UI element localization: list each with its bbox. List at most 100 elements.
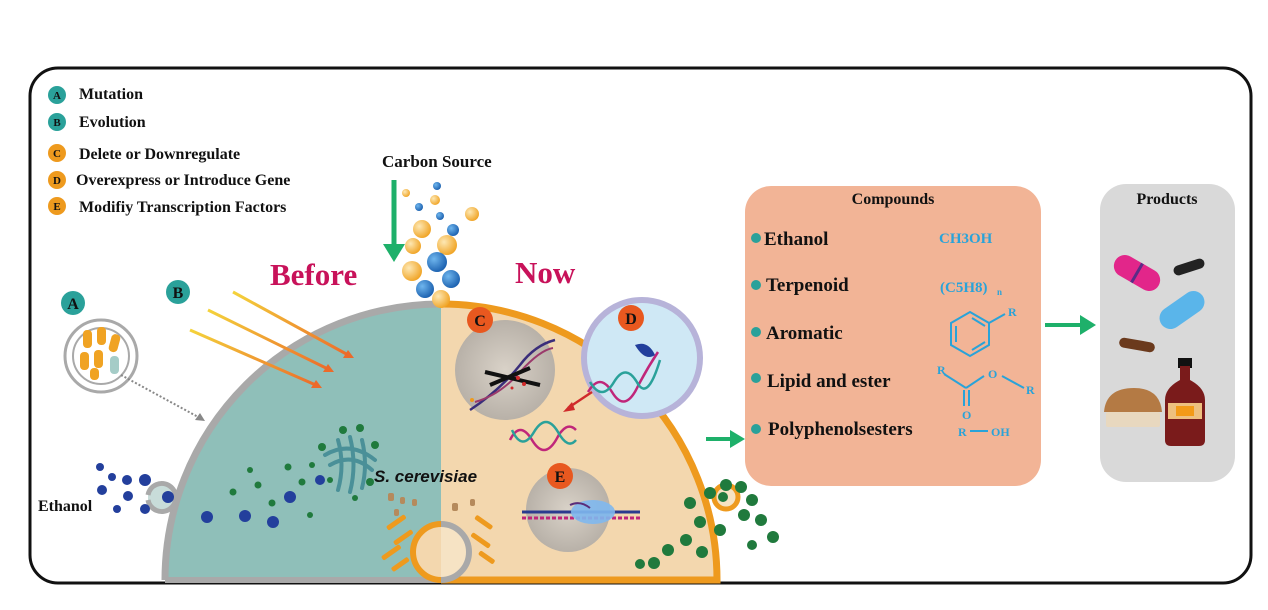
golgi-vesicles xyxy=(309,424,379,501)
bullet-icon xyxy=(751,373,761,383)
marker-c: C xyxy=(467,307,493,333)
compounds-box xyxy=(745,186,1041,486)
vacuole-right xyxy=(441,521,472,583)
bullet-icon xyxy=(751,280,761,290)
compound-name-ethanol: Ethanol xyxy=(764,229,828,250)
svg-text:C: C xyxy=(474,313,486,330)
formula-ethanol: CH3OH xyxy=(939,231,993,247)
before-green-dots xyxy=(229,463,313,518)
arrow-to-compounds-head xyxy=(730,430,745,448)
black-tablet-icon xyxy=(1173,258,1205,276)
cell-before-membrane xyxy=(161,300,442,581)
compound-lipid: Lipid and ester R O R O xyxy=(751,363,1035,422)
bullet-icon xyxy=(751,424,761,434)
compound-name-polyphenol: Polyphenolsesters xyxy=(768,419,913,440)
benzene-r-label: R xyxy=(1008,305,1017,319)
product-green-dots xyxy=(635,479,779,569)
legend-item-b: B Evolution xyxy=(48,113,146,131)
legend: A Mutation B Evolution C Delete or Downr… xyxy=(48,86,290,216)
before-blue-dots xyxy=(201,475,325,528)
svg-text:A: A xyxy=(67,296,79,313)
svg-text:E: E xyxy=(555,469,566,486)
products-panel: Products xyxy=(1100,184,1235,482)
carbon-source-arrowhead xyxy=(383,244,405,262)
compound-aromatic: Aromatic R xyxy=(751,305,1017,358)
marker-d: D xyxy=(618,305,644,331)
hydroxyl-oh-label: OH xyxy=(991,425,1010,439)
legend-item-e: E Modifiy Transcription Factors xyxy=(48,197,286,216)
mutation-rays xyxy=(189,290,354,388)
ethanol-label: Ethanol xyxy=(38,498,93,515)
carbon-spheres xyxy=(402,182,479,308)
organism-label: S. cerevisiae xyxy=(374,467,477,486)
compound-terpenoid: Terpenoid (C5H8) n xyxy=(751,275,1002,297)
legend-badge-c-letter: C xyxy=(53,148,61,160)
golgi-structure xyxy=(323,435,377,494)
legend-item-a: A Mutation xyxy=(48,86,143,104)
mutation-colony-lens xyxy=(63,318,205,421)
vacuole-left xyxy=(410,521,441,583)
marker-b: B xyxy=(166,280,190,304)
compound-name-aromatic: Aromatic xyxy=(766,323,843,344)
before-label: Before xyxy=(270,257,357,292)
benzene-ring-icon xyxy=(950,310,1006,358)
compound-ethanol: Ethanol CH3OH xyxy=(751,229,993,250)
cell-before-half xyxy=(165,304,441,580)
legend-label-mutation: Mutation xyxy=(79,86,143,103)
bullet-icon xyxy=(751,233,761,243)
ester-o2-label: O xyxy=(962,408,971,422)
products-title: Products xyxy=(1136,191,1197,208)
ethanol-blue-dots xyxy=(96,463,151,514)
compound-name-lipid: Lipid and ester xyxy=(767,371,891,392)
legend-badge-d-letter: D xyxy=(53,175,61,187)
legend-badge-a xyxy=(48,86,66,104)
blue-capsule-icon xyxy=(1159,290,1205,330)
now-label: Now xyxy=(515,255,576,290)
svg-text:D: D xyxy=(625,311,637,328)
compounds-title: Compounds xyxy=(852,191,935,208)
ester-r2-label: R xyxy=(1026,383,1035,397)
legend-label-overexpress: Overexpress or Introduce Gene xyxy=(76,172,290,189)
legend-label-delete: Delete or Downregulate xyxy=(79,146,240,163)
brown-tablet-icon xyxy=(1119,337,1155,353)
svg-text:B: B xyxy=(173,285,184,302)
plasmid-d xyxy=(581,297,703,419)
ester-r1-label: R xyxy=(937,363,946,377)
formula-terpenoid: (C5H8) xyxy=(940,280,988,296)
pore-right-molecule xyxy=(718,492,728,502)
arrow-to-products-head xyxy=(1080,315,1096,335)
legend-badge-d xyxy=(48,171,66,189)
legend-badge-c xyxy=(48,144,66,162)
legend-label-modify: Modifiy Transcription Factors xyxy=(79,199,286,216)
yeast-cell: A B Before Now Carbon Source xyxy=(38,152,779,584)
legend-badge-a-letter: A xyxy=(53,90,61,102)
formula-terpenoid-subscript: n xyxy=(997,287,1002,297)
marker-a: A xyxy=(61,291,85,315)
compound-polyphenol: Polyphenolsesters R OH xyxy=(751,419,1010,440)
compounds-panel: Compounds Ethanol CH3OH Terpenoid (C5H8)… xyxy=(745,186,1041,486)
orange-lipid-bars xyxy=(381,514,495,572)
legend-item-c: C Delete or Downregulate xyxy=(48,144,240,163)
marker-e: E xyxy=(547,463,573,489)
ester-structure-icon xyxy=(943,373,1025,406)
carbon-source-label: Carbon Source xyxy=(382,152,492,171)
hydroxyl-r-label: R xyxy=(958,425,967,439)
ester-o-label: O xyxy=(988,367,997,381)
pore-left-molecule xyxy=(162,491,174,503)
legend-badge-e-letter: E xyxy=(53,201,60,213)
nucleus-c xyxy=(455,320,556,420)
compound-name-terpenoid: Terpenoid xyxy=(766,275,849,296)
dna-helix xyxy=(508,390,593,452)
bread-icon xyxy=(1104,388,1162,427)
legend-item-d: D Overexpress or Introduce Gene xyxy=(48,171,290,189)
brown-particles xyxy=(388,493,475,516)
pink-capsule-icon xyxy=(1113,255,1161,291)
bullet-icon xyxy=(751,327,761,337)
legend-badge-b xyxy=(48,113,66,131)
legend-badge-e xyxy=(48,197,66,215)
legend-label-evolution: Evolution xyxy=(79,114,146,131)
nucleus-e xyxy=(522,468,640,552)
legend-badge-b-letter: B xyxy=(53,117,61,129)
pore-left xyxy=(145,481,179,514)
